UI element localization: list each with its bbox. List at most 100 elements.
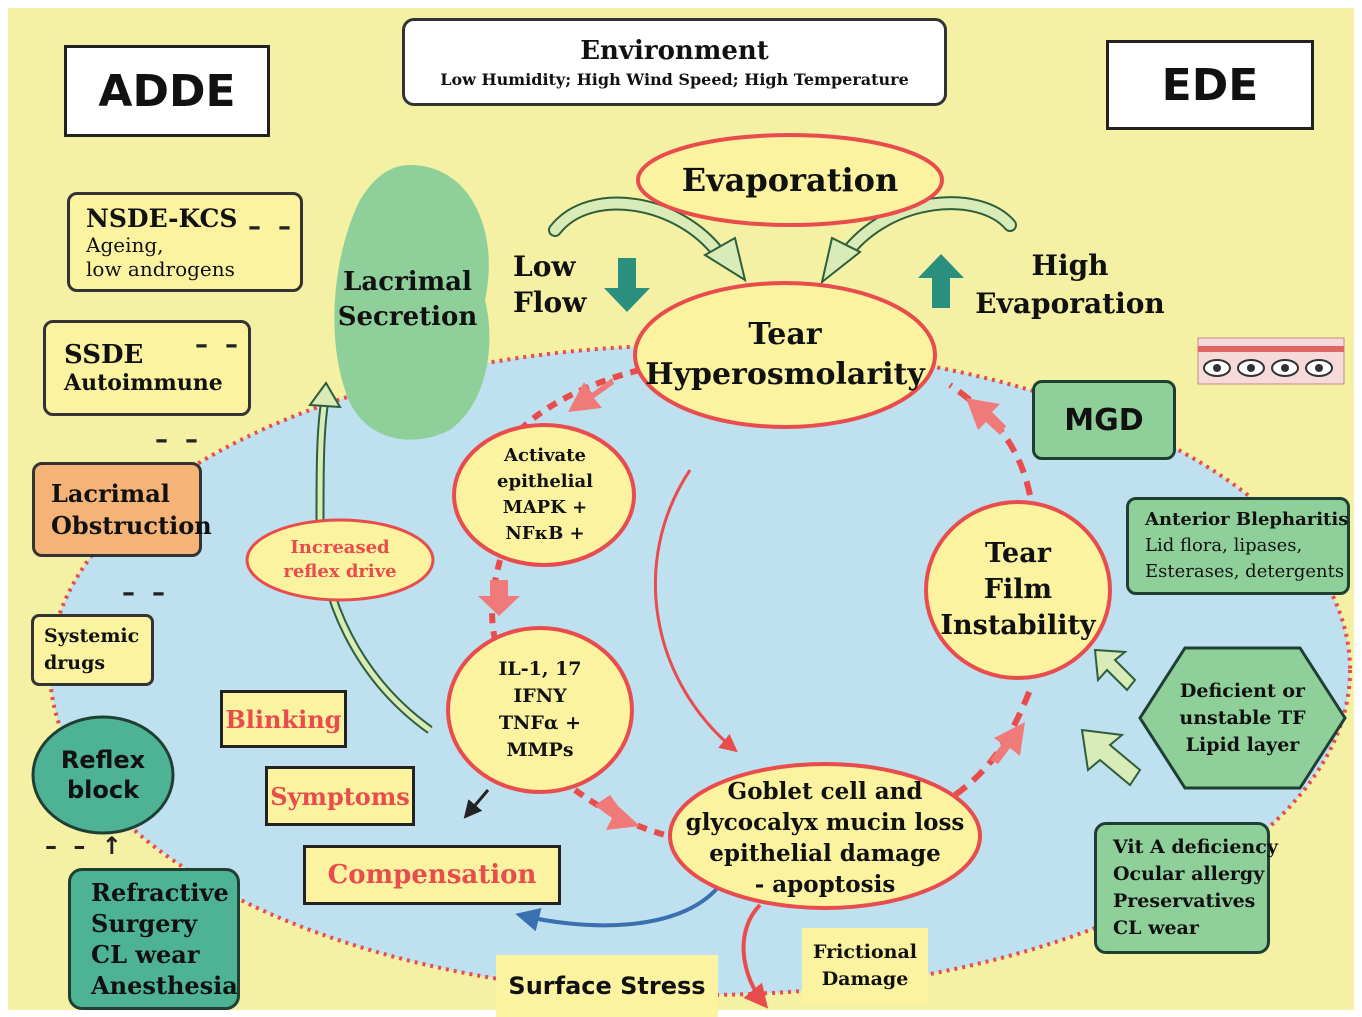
cycle-path-right (948, 382, 1033, 798)
deficient-lipid-node: Deficient or unstable TF Lipid layer (1160, 675, 1325, 761)
high-evaporation-line-1: High (1031, 249, 1109, 282)
lacrimal-obstruction-line-2: Obstruction (51, 510, 212, 540)
lacrimal-obstruction-box: Lacrimal Obstruction (32, 462, 212, 557)
systemic-drugs-line-1: Systemic (44, 625, 140, 647)
compensation-box: Compensation (303, 845, 561, 905)
frictional-damage-box: Frictional Damage (802, 928, 928, 1004)
environment-subtitle: Low Humidity; High Wind Speed; High Temp… (440, 69, 909, 89)
anterior-blepharitis-box: Anterior Blepharitis Lid flora, lipases,… (1126, 497, 1350, 595)
low-flow-line-2: Flow (513, 286, 587, 319)
lacrimal-secretion-node: Lacrimal Secretion (337, 260, 478, 340)
cycle-arrow-1 (568, 378, 614, 412)
lacrimal-secretion-line-1: Lacrimal (343, 267, 472, 297)
tear-film-node: Tear Film Instability (940, 530, 1096, 650)
mgd-lipid-arrow-2 (1080, 728, 1142, 787)
evaporation-arrow-right-head (820, 236, 862, 285)
cycle-arrow-3 (595, 795, 640, 830)
reflex-block-line-2: block (66, 776, 140, 804)
blinking-box: Blinking (220, 690, 347, 748)
cytokines-line-2: IFNY (513, 685, 567, 707)
reflex-block-line-1: Reflex (60, 746, 146, 774)
increased-reflex-line-1: Increased (290, 537, 390, 558)
low-flow-down-arrow (604, 258, 650, 312)
ssde-subtitle: Autoimmune (64, 370, 223, 396)
mgd-lipid-arrow-1 (1093, 648, 1137, 692)
reflex-block-node: Reflex block (38, 735, 168, 815)
vit-a-line-4: CL wear (1113, 917, 1199, 939)
tear-film-circle (924, 500, 1112, 680)
compensation-pointer-arrow (463, 789, 490, 819)
surface-stress-box: Surface Stress (496, 955, 718, 1017)
deficient-line-3: Lipid layer (1185, 733, 1300, 756)
high-evaporation-line-2: Evaporation (975, 287, 1165, 320)
reflex-block-dash-arrow: – – ↑ (45, 832, 126, 860)
high-evaporation-label: High Evaporation (975, 245, 1165, 325)
ssde-title: SSDE (64, 340, 144, 370)
systemic-drugs-line-2: drugs (44, 652, 106, 674)
cycle-arrow-5 (966, 398, 1006, 435)
lacrimal-obstruction-line-1: Lacrimal (51, 478, 170, 508)
goblet-line-1: Goblet cell and (727, 777, 923, 805)
deficient-lipid-hexagon (1138, 646, 1347, 790)
adde-label: ADDE (98, 65, 236, 117)
frictional-line-2: Damage (821, 968, 909, 990)
tear-hyperosmolarity-line-2: Hyperosmolarity (645, 357, 925, 392)
center-curved-arrow (654, 469, 738, 753)
goblet-cell-ellipse (668, 762, 982, 910)
increased-reflex-line-2: reflex drive (283, 561, 397, 582)
vit-a-box: Vit A deficiency Ocular allergy Preserva… (1094, 822, 1278, 954)
refractive-line-2: Surgery (91, 909, 198, 938)
cytokines-line-3: TNFα + (498, 712, 582, 734)
lacrimal-secretion-line-2: Secretion (337, 302, 478, 332)
refractive-line-4: Anesthesia (91, 971, 238, 1000)
increased-reflex-ellipse (245, 518, 435, 602)
goblet-line-3: epithelial damage (709, 839, 941, 867)
activate-line-3: MAPK + (502, 497, 588, 518)
frictional-damage-arrow (741, 903, 769, 1009)
nsde-title: NSDE-KCS (86, 203, 238, 233)
tear-film-line-1: Tear (985, 538, 1051, 569)
environment-title: Environment (580, 35, 769, 66)
blinking-label: Blinking (225, 704, 342, 734)
lacrimal-gland-shape (334, 165, 490, 440)
mgd-label: MGD (1064, 402, 1144, 438)
vit-a-line-3: Preservatives (1113, 890, 1256, 912)
cycle-arrow-2 (478, 580, 520, 616)
obstruction-dash-marks: – – (122, 578, 170, 608)
ssde-dash-marks: – – (195, 330, 243, 360)
cytokines-line-4: MMPs (506, 739, 574, 761)
goblet-cell-node: Goblet cell and glycocalyx mucin loss ep… (680, 775, 970, 900)
evaporation-ellipse (636, 133, 944, 227)
symptoms-label: Symptoms (270, 781, 410, 811)
nsde-line-2: low androgens (86, 256, 235, 281)
goblet-line-2: glycocalyx mucin loss (685, 808, 965, 836)
increased-reflex-node: Increased reflex drive (250, 530, 430, 590)
low-flow-line-1: Low (513, 250, 576, 283)
deficient-line-1: Deficient or (1179, 679, 1306, 702)
anterior-blepharitis-title: Anterior Blepharitis (1145, 509, 1349, 530)
anterior-blepharitis-line-2: Esterases, detergents (1145, 561, 1345, 582)
activate-epithelial-circle (452, 423, 636, 567)
surface-stress-arrow (515, 883, 722, 932)
evaporation-label: Evaporation (681, 161, 899, 199)
eyelid-gland-icon (1197, 337, 1345, 385)
ssde-lower-dash-marks: – – (155, 425, 203, 455)
adde-box: ADDE (64, 45, 270, 137)
activate-line-4: NFκB + (505, 523, 585, 544)
activate-line-1: Activate (504, 445, 586, 466)
ssde-box: SSDE Autoimmune (43, 320, 251, 416)
cytokines-node: IL-1, 17 IFNY TNFα + MMPs (465, 655, 615, 765)
low-flow-label: Low Flow (513, 245, 603, 325)
symptoms-box: Symptoms (265, 766, 415, 826)
nsde-line-1: Ageing, (86, 232, 164, 257)
reflex-drive-arrow-head (308, 381, 342, 409)
refractive-line-1: Refractive (91, 878, 229, 907)
evaporation-node: Evaporation (640, 140, 940, 220)
vit-a-line-1: Vit A deficiency (1113, 836, 1278, 858)
evaporation-arrow-left-fill (550, 198, 725, 260)
cytokines-circle (446, 626, 634, 794)
deficient-line-2: unstable TF (1179, 706, 1306, 729)
goblet-line-4: - apoptosis (754, 870, 896, 898)
evaporation-arrow-left-head (703, 236, 747, 283)
